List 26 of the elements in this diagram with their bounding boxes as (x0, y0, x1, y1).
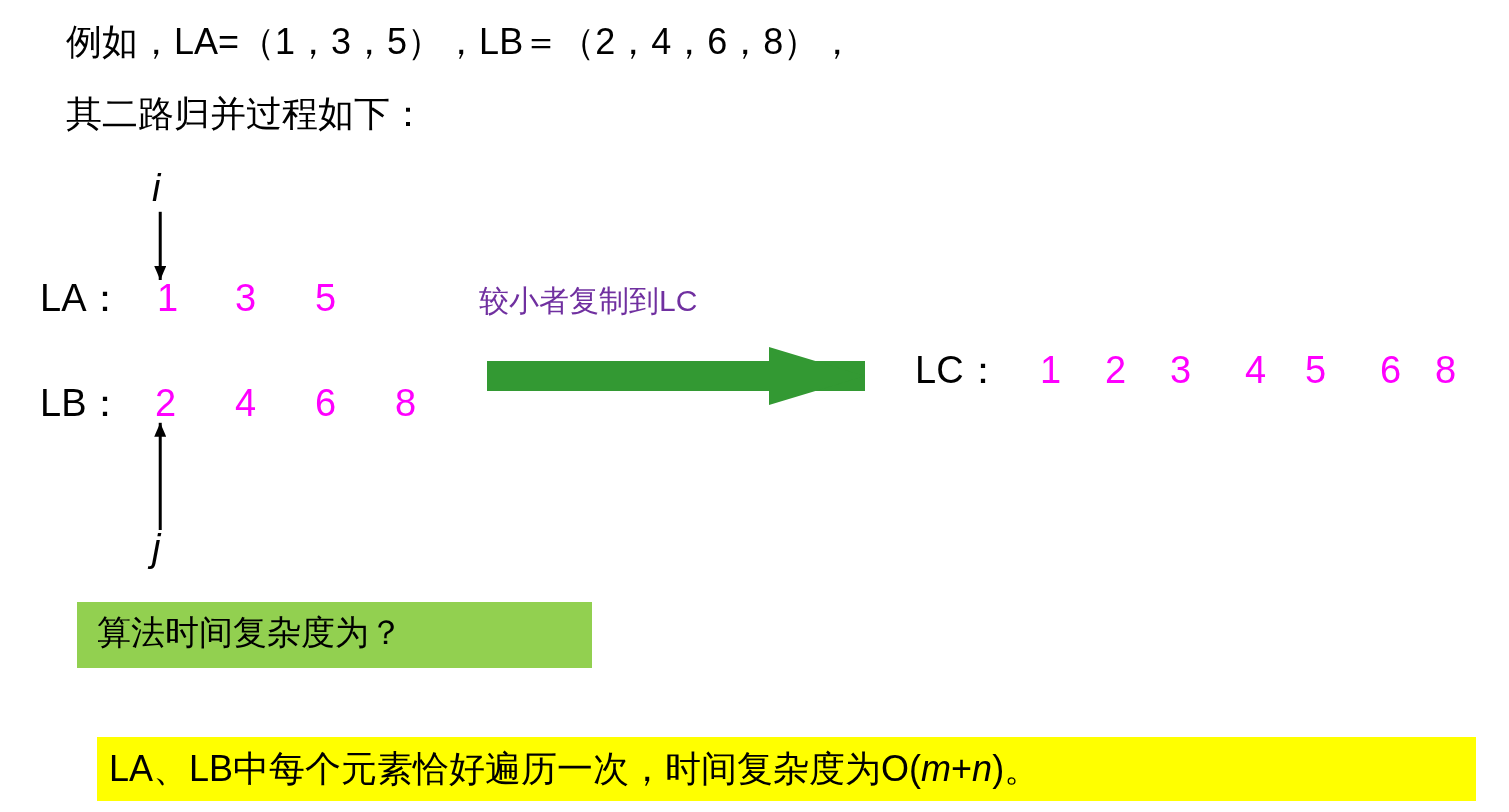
list-element: 2 (155, 383, 177, 425)
block-arrow (487, 347, 865, 405)
answer-box: LA、LB中每个元素恰好遍历一次，时间复杂度为O(m+n)。 (97, 737, 1476, 801)
title: 例如，LA=（1，3，5），LB＝（2，4，6，8）， (66, 22, 856, 62)
pointer-label: i (152, 168, 161, 210)
list-name: LB： (40, 383, 125, 425)
list-element: 3 (1170, 350, 1192, 392)
arrow (154, 211, 167, 280)
list-element: 6 (315, 383, 337, 425)
list-element: 4 (235, 383, 257, 425)
list-name: LA： (40, 278, 125, 320)
heading-line: 其二路归并过程如下： (66, 94, 426, 134)
arrow (154, 422, 167, 530)
list-element: 1 (157, 278, 179, 320)
list-element: 4 (1245, 350, 1267, 392)
question-box: 算法时间复杂度为？ (77, 602, 592, 668)
list-element: 2 (1105, 350, 1127, 392)
list-element: 5 (315, 278, 337, 320)
list-name: LC： (915, 350, 1002, 392)
list-element: 3 (235, 278, 257, 320)
list-element: 1 (1040, 350, 1062, 392)
edge-label: 较小者复制到LC (479, 284, 698, 317)
list-element: 5 (1305, 350, 1327, 392)
list-element: 8 (395, 383, 417, 425)
list-element: 8 (1435, 350, 1457, 392)
list-element: 6 (1380, 350, 1402, 392)
